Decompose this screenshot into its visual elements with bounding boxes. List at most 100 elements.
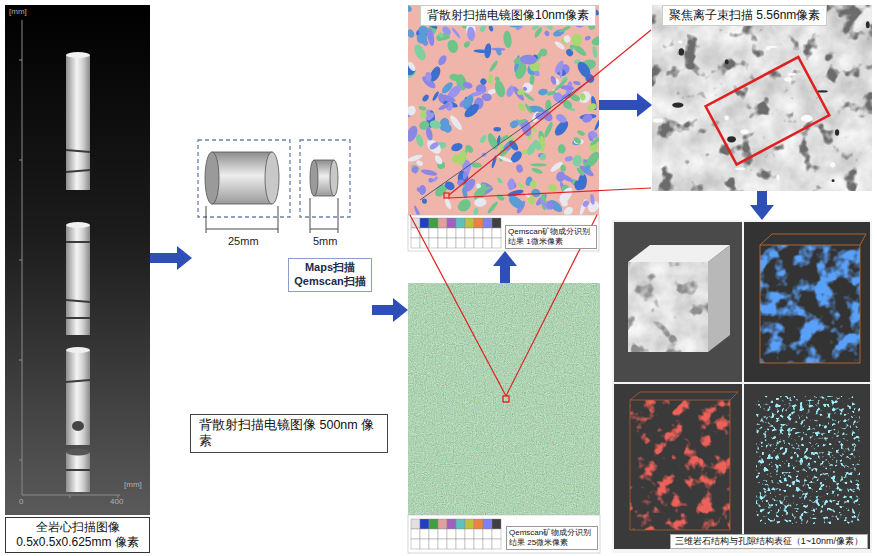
fib-particle: [784, 77, 792, 81]
mineral-grain: [554, 112, 568, 124]
mineral-grain: [524, 103, 533, 115]
legend-cell: [483, 539, 492, 549]
mineral-grain: [539, 153, 548, 162]
mineral-grain: [428, 141, 439, 151]
legend-strip: [408, 515, 600, 553]
mineral-grain: [420, 168, 438, 177]
legend-cell: [492, 238, 501, 248]
mineral-grain: [573, 80, 581, 85]
mineral-grain: [529, 74, 535, 85]
mineral-grain: [532, 139, 543, 152]
fib-pores: [652, 5, 872, 191]
mineral-grain: [410, 165, 419, 175]
legend-cell: [429, 539, 438, 549]
fib-particle: [653, 118, 664, 122]
fib-particle: [672, 103, 683, 108]
mineral-grain: [520, 54, 537, 65]
render-tile: [744, 384, 870, 549]
legend-cell: [438, 519, 447, 529]
mineral-grain: [575, 59, 593, 79]
legend-cell: [465, 519, 474, 529]
mineral-grain: [451, 27, 462, 39]
legend-cell: [492, 539, 501, 549]
mineral-grain: [496, 193, 506, 202]
legend-cell: [411, 228, 420, 238]
cube-side: [708, 245, 730, 352]
mineral-grain: [425, 72, 432, 82]
fib-particles: [653, 10, 870, 182]
legend-cell: [420, 539, 429, 549]
mineral-grain: [479, 134, 488, 144]
mineral-grain: [425, 126, 434, 141]
mineral-grain: [486, 200, 499, 214]
core-fractures: [66, 150, 90, 470]
mineral-grain: [561, 93, 569, 100]
mineral-grain: [584, 35, 591, 41]
mineral-grain: [462, 101, 481, 119]
mineral-grain: [573, 136, 583, 145]
legend-cell: [456, 218, 465, 228]
fib-particle: [776, 175, 779, 181]
mineral-grain: [473, 49, 487, 54]
mineral-grain: [408, 5, 413, 13]
mineral-grain: [438, 102, 451, 112]
legend-cell: [429, 519, 438, 529]
result-panel-ground: [612, 220, 872, 553]
legend-cell: [474, 228, 483, 238]
mineral-grain: [408, 105, 417, 117]
legend-cell: [420, 519, 429, 529]
pore-cloud: [760, 245, 860, 363]
core-hole: [72, 421, 84, 431]
legend-cell: [474, 519, 483, 529]
mineral-grain: [422, 198, 428, 204]
mineral-grain: [474, 197, 487, 207]
mineral-grain: [534, 71, 540, 77]
cube-pores: [628, 262, 708, 352]
legend-cell: [411, 519, 420, 529]
legend-cell: [465, 238, 474, 248]
render-tile: [614, 222, 742, 382]
mineral-grain: [428, 178, 434, 183]
mineral-grain: [458, 149, 467, 166]
mineral-grain: [408, 28, 416, 39]
dimension-label: 5mm: [313, 235, 337, 247]
mineral-grain: [590, 33, 599, 47]
mineral-grain: [420, 112, 427, 119]
sample-cylinder-end: [330, 160, 338, 196]
pore-network: [756, 396, 860, 524]
mineral-grain: [592, 46, 598, 59]
legend-cell: [465, 228, 474, 238]
cube-front: [628, 262, 708, 352]
mineral-grain: [446, 38, 460, 54]
mineral-grain: [493, 79, 507, 98]
mineral-grain: [463, 40, 472, 49]
mineral-grain: [547, 183, 558, 193]
legend-cell: [465, 218, 474, 228]
mineral-grain: [415, 31, 430, 46]
legend-cell: [474, 218, 483, 228]
fib-image: [652, 5, 872, 191]
mineral-grain: [444, 197, 453, 210]
caption-text: Qemscan矿物成分识别 结果 1微米像素: [505, 225, 597, 249]
legend-cell: [483, 228, 492, 238]
mineral-grain: [412, 43, 428, 62]
mineral-grain: [559, 65, 563, 78]
legend-cell: [438, 238, 447, 248]
legend-cell: [492, 228, 501, 238]
legend-cell: [447, 228, 456, 238]
mineral-grain: [583, 164, 592, 174]
legend-cell: [420, 529, 429, 539]
core-end: [66, 347, 90, 353]
mineral-grain: [523, 91, 536, 102]
mineral-grain: [441, 122, 453, 134]
caption-box: 背散射扫描电镜图像 500nm 像素: [190, 414, 388, 453]
mineral-grain: [408, 61, 417, 73]
mineral-grain: [564, 155, 573, 162]
core-cylinder: [66, 350, 90, 445]
mineral-grain: [590, 194, 596, 205]
legend-cell: [429, 529, 438, 539]
mineral-map-texture: [408, 283, 600, 515]
mineral-grain: [509, 119, 520, 130]
mineral-grain: [577, 129, 586, 136]
